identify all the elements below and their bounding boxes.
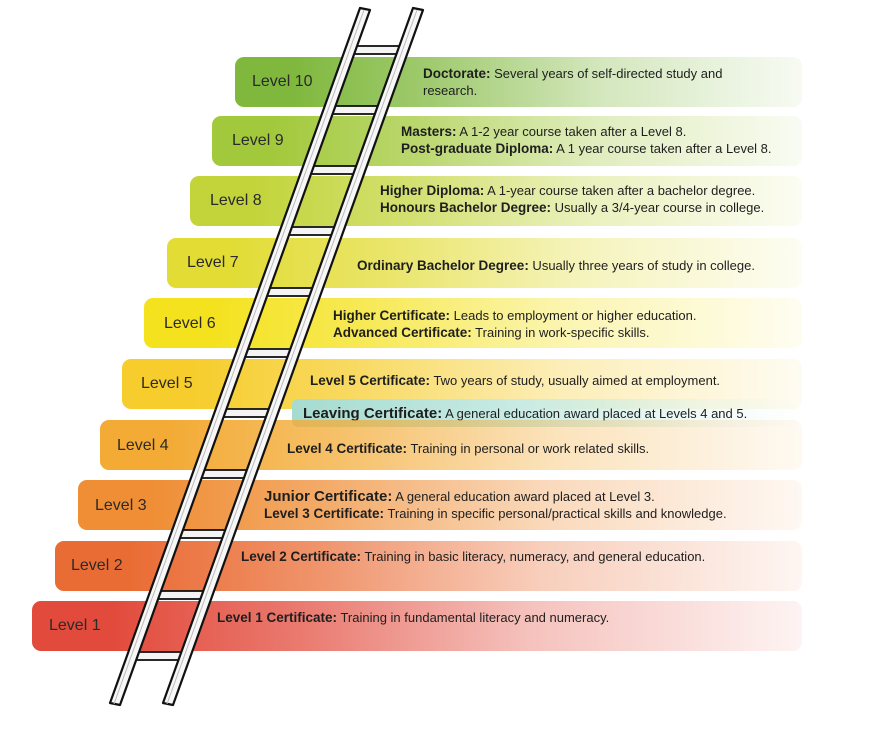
leaving-certificate-text: A general education award placed at Leve… (442, 406, 748, 421)
ladder-rung-10 (157, 590, 205, 600)
ladder-right-rail (161, 6, 425, 707)
ladder-left-rail-shade (113, 9, 365, 705)
advanced-certificate-term: Advanced Certificate: (333, 325, 472, 340)
level-7-description: Ordinary Bachelor Degree: Usually three … (357, 257, 755, 274)
leaving-certificate-description: Leaving Certificate: A general education… (303, 405, 747, 422)
ladder-rung-5 (266, 287, 314, 297)
junior-certificate-term: Junior Certificate: (264, 488, 393, 505)
level-6-description: Higher Certificate: Leads to employment … (333, 307, 696, 341)
higher-diploma-text: A 1-year course taken after a bachelor d… (484, 183, 756, 198)
ladder-left-rail (108, 6, 372, 707)
ladder-rung-3 (309, 165, 357, 175)
doctorate-text: Several years of self-directed study and (490, 66, 723, 81)
junior-certificate-text: A general education award placed at Leve… (392, 489, 655, 504)
leaving-certificate-term: Leaving Certificate: (303, 405, 443, 422)
level-5-label: Level 5 (141, 375, 193, 392)
ordinary-bachelor-term: Ordinary Bachelor Degree: (357, 258, 529, 273)
higher-diploma-term: Higher Diploma: (380, 183, 485, 198)
level-10-description: Doctorate: Several years of self-directe… (423, 65, 722, 99)
level-10-label: Level 10 (252, 73, 313, 90)
level-4-label: Level 4 (117, 437, 169, 454)
ladder-rung-1 (353, 45, 400, 55)
level-4-description: Level 4 Certificate: Training in persona… (287, 440, 649, 457)
level-6-label: Level 6 (164, 315, 216, 332)
level-2-certificate-text: Training in basic literacy, numeracy, an… (361, 549, 706, 564)
postgrad-diploma-term: Post-graduate Diploma: (401, 141, 554, 156)
level-4-certificate-term: Level 4 Certificate: (287, 441, 408, 456)
ladder-rung-11 (135, 651, 183, 661)
higher-certificate-term: Higher Certificate: (333, 308, 451, 323)
ladder-rung-4 (288, 226, 335, 236)
level-5-description: Level 5 Certificate: Two years of study,… (310, 372, 720, 389)
level-1-label: Level 1 (49, 617, 101, 634)
doctorate-text-cont: research. (423, 83, 478, 98)
ladder-rung-7 (222, 408, 270, 418)
level-3-certificate-text: Training in specific personal/practical … (384, 506, 727, 521)
level-8-label: Level 8 (210, 192, 262, 209)
level-3-label: Level 3 (95, 497, 147, 514)
level-9-description: Masters: A 1-2 year course taken after a… (401, 123, 772, 157)
masters-text: A 1-2 year course taken after a Level 8. (456, 124, 687, 139)
level-1-band (32, 601, 802, 651)
masters-term: Masters: (401, 124, 457, 139)
doctorate-term: Doctorate: (423, 66, 491, 81)
level-3-description: Junior Certificate: A general education … (264, 488, 727, 522)
level-5-certificate-text: Two years of study, usually aimed at emp… (430, 373, 721, 388)
ladder-rung-2 (331, 105, 379, 115)
level-1-description: Level 1 Certificate: Training in fundame… (217, 609, 609, 626)
level-3-certificate-term: Level 3 Certificate: (264, 506, 385, 521)
honours-bachelor-text: Usually a 3/4-year course in college. (551, 200, 765, 215)
ladder-right-rail-shade (166, 9, 418, 705)
honours-bachelor-term: Honours Bachelor Degree: (380, 200, 552, 215)
level-2-description: Level 2 Certificate: Training in basic l… (241, 548, 705, 565)
level-2-label: Level 2 (71, 557, 123, 574)
level-8-description: Higher Diploma: A 1-year course taken af… (380, 182, 764, 216)
postgrad-diploma-text: A 1 year course taken after a Level 8. (553, 141, 772, 156)
ordinary-bachelor-text: Usually three years of study in college. (528, 258, 755, 273)
level-9-label: Level 9 (232, 132, 284, 149)
level-1-certificate-text: Training in fundamental literacy and num… (337, 610, 610, 625)
higher-certificate-text: Leads to employment or higher education. (450, 308, 697, 323)
level-2-certificate-term: Level 2 Certificate: (241, 549, 362, 564)
level-1-certificate-term: Level 1 Certificate: (217, 610, 338, 625)
ladder-rung-6 (244, 348, 292, 358)
level-4-certificate-text: Training in personal or work related ski… (407, 441, 650, 456)
ladder-rung-8 (200, 469, 248, 479)
level-5-certificate-term: Level 5 Certificate: (310, 373, 431, 388)
level-2-band (55, 541, 802, 591)
ladder-rails (108, 6, 425, 707)
ladder-rungs (135, 45, 400, 661)
advanced-certificate-text: Training in work-specific skills. (471, 325, 650, 340)
ladder-rung-9 (179, 529, 227, 539)
level-7-label: Level 7 (187, 254, 239, 271)
